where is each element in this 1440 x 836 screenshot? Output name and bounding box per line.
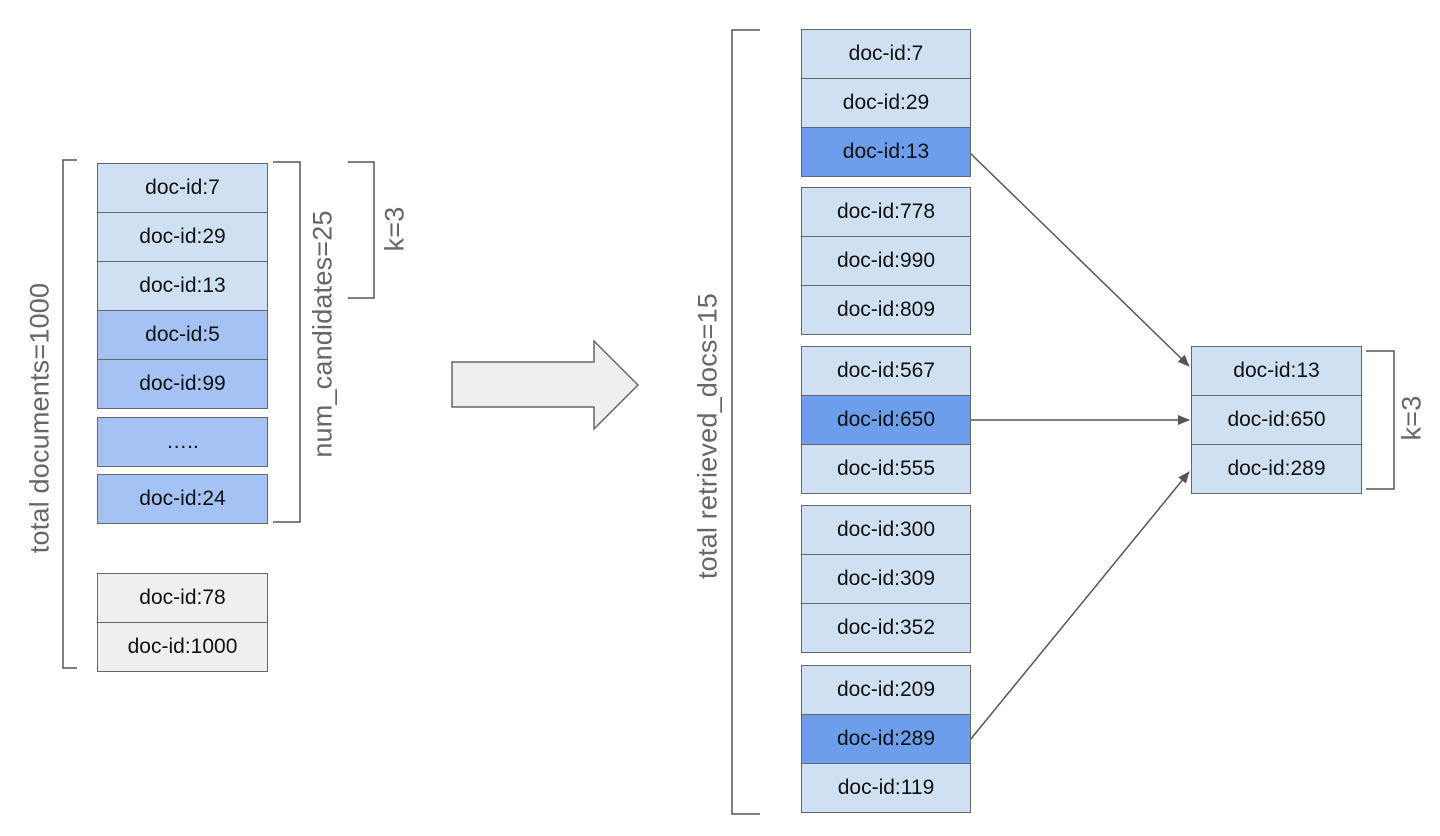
- candidate-cell: doc-id:24: [97, 474, 268, 524]
- total-retrieved-brace: [731, 29, 760, 815]
- retrieved-doc-cell: doc-id:990: [801, 236, 971, 286]
- candidate-cell: doc-id:13: [97, 261, 268, 311]
- result-doc-cell: doc-id:289: [1191, 444, 1362, 494]
- retrieved-doc-cell: doc-id:555: [801, 444, 971, 494]
- result-doc-cell: doc-id:13: [1191, 346, 1362, 396]
- total-documents-brace: [62, 159, 77, 669]
- retrieved-doc-cell: doc-id:300: [801, 505, 971, 555]
- num-candidates-brace: [273, 161, 301, 523]
- candidate-cell: doc-id:29: [97, 212, 268, 262]
- other-doc-cell: doc-id:1000: [97, 622, 268, 672]
- retrieved-doc-cell: doc-id:209: [801, 665, 971, 715]
- k-label-left: k=3: [379, 206, 410, 252]
- retrieved-doc-cell: doc-id:352: [801, 603, 971, 653]
- candidate-cell: doc-id:7: [97, 163, 268, 213]
- arrow-doc13-to-result: [969, 152, 1190, 367]
- k-brace-left: [348, 161, 375, 299]
- result-doc-cell: doc-id:650: [1191, 395, 1362, 445]
- other-doc-cell: doc-id:78: [97, 573, 268, 623]
- retrieved-doc-cell: doc-id:289: [801, 714, 971, 764]
- retrieved-doc-cell: doc-id:567: [801, 346, 971, 396]
- total-retrieved-docs-label: total retrieved_docs=15: [692, 292, 723, 580]
- retrieved-doc-cell: doc-id:29: [801, 78, 971, 128]
- retrieved-doc-cell: doc-id:778: [801, 187, 971, 237]
- candidate-cell: doc-id:5: [97, 310, 268, 360]
- retrieved-doc-cell: doc-id:13: [801, 127, 971, 177]
- k-brace-right: [1366, 350, 1395, 490]
- candidate-ellipsis-cell: …..: [97, 417, 268, 467]
- retrieved-doc-cell: doc-id:309: [801, 554, 971, 604]
- retrieved-doc-cell: doc-id:7: [801, 29, 971, 79]
- k-label-right: k=3: [1396, 395, 1427, 441]
- num-candidates-label: num_candidates=25: [307, 210, 338, 458]
- candidate-cell: doc-id:99: [97, 359, 268, 409]
- retrieved-doc-cell: doc-id:650: [801, 395, 971, 445]
- arrow-doc289-to-result: [969, 471, 1190, 741]
- retrieved-doc-cell: doc-id:809: [801, 285, 971, 335]
- retrieved-doc-cell: doc-id:119: [801, 763, 971, 813]
- big-right-arrow: [451, 339, 640, 431]
- total-documents-label: total documents=1000: [24, 282, 55, 554]
